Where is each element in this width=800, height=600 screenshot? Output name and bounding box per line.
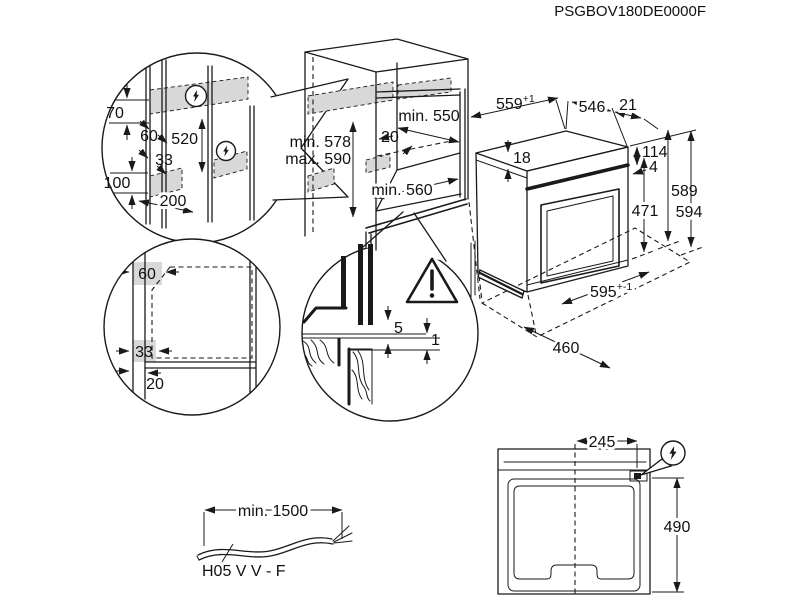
detail-plinth-content: 5 1 — [302, 244, 459, 406]
dim-width-arrow — [373, 177, 459, 200]
wood-grain — [351, 350, 371, 402]
dim-520-label: 520 — [171, 131, 198, 148]
cable — [197, 537, 333, 556]
floor-projection — [480, 227, 692, 338]
oven-door-window-inner — [546, 195, 614, 277]
dim-niche-height-min: min. 578 — [290, 134, 351, 151]
dim-70-label: 70 — [106, 105, 124, 122]
cable-type-label: H05 V V - F — [202, 563, 286, 580]
dim-plan-depth: 490 — [664, 519, 691, 536]
dim-gap-top: 18 — [513, 150, 531, 167]
dim-plan-33: 33 — [135, 344, 153, 361]
dim-connection-offset: 245 — [589, 434, 616, 451]
oven-front-face — [526, 146, 629, 293]
dim-plan-60: 60 — [138, 266, 156, 283]
dim-door-height: 471 — [632, 203, 659, 220]
connection-zone-upper-inner — [397, 77, 452, 100]
dim-cutout-width: 559+1 — [496, 93, 535, 113]
connection-zone-lower — [307, 167, 335, 193]
dim-height: 589 — [671, 183, 698, 200]
mains-terminal — [634, 473, 641, 479]
dim-depth-arrow — [397, 126, 460, 144]
electrical-connection-icon — [184, 84, 208, 108]
detail-circle-plan — [103, 238, 281, 416]
mains-cable-drawing: min. 1500 H05 V V - F — [196, 500, 353, 580]
dim-gap-side: 21 — [619, 97, 637, 114]
electrical-connection-icon — [640, 440, 686, 476]
dim-cable-length: min. 1500 — [238, 503, 308, 520]
dim-front-width: 595+-1 — [590, 281, 632, 301]
wood-grain — [302, 339, 335, 367]
dim-panel-height: 114 — [642, 144, 668, 161]
dim-plan-20: 20 — [146, 376, 164, 393]
connection-zone-niche — [365, 153, 391, 174]
dim-body-width: 546 — [579, 99, 606, 116]
dim-niche-height-max: max. 590 — [285, 151, 351, 168]
dim-niche-offset: 20 — [381, 129, 399, 146]
detail-circle-plinth — [301, 244, 479, 422]
callout-wedge-electrical — [270, 78, 349, 201]
dim-gap-1: 1 — [431, 332, 440, 349]
oven-plan-view: 245 490 — [497, 431, 693, 597]
detail-plan-content: 60 33 20 — [116, 247, 257, 400]
cable-wires — [332, 525, 353, 544]
part-number: PSGBOV180DE0000F — [554, 3, 706, 20]
electrical-connection-icon — [215, 140, 237, 162]
dim-depth: 460 — [553, 340, 580, 357]
oven-drawing: 559+1 546 21 18 114 4 471 589 594 595+-1… — [470, 93, 705, 369]
warning-triangle-icon — [405, 257, 459, 304]
dim-niche-depth-min: min. 550 — [398, 108, 459, 125]
cabinet-niche-drawing: min. 578 max. 590 min. 550 20 min. 560 — [285, 38, 481, 300]
dim-60-label: 60 — [140, 128, 158, 145]
dim-total-height: 594 — [676, 204, 703, 221]
dim-cutout-width-arrow — [470, 96, 559, 119]
detail-electrical-content: 70 60 520 33 100 200 — [104, 59, 255, 229]
detail-circle-electrical — [101, 52, 293, 244]
connection-zone-upper — [307, 81, 394, 115]
dim-200-label: 200 — [160, 193, 187, 210]
dim-100-label: 100 — [104, 175, 131, 192]
cable-zone-60 — [133, 262, 162, 285]
control-panel-band — [525, 163, 630, 191]
dim-panel-gap: 4 — [649, 159, 658, 176]
oven-door-window-outer — [540, 188, 620, 284]
dim-niche-width-min: min. 560 — [371, 182, 432, 199]
dim-gap-5: 5 — [394, 320, 403, 337]
dim-33-label: 33 — [155, 152, 173, 169]
